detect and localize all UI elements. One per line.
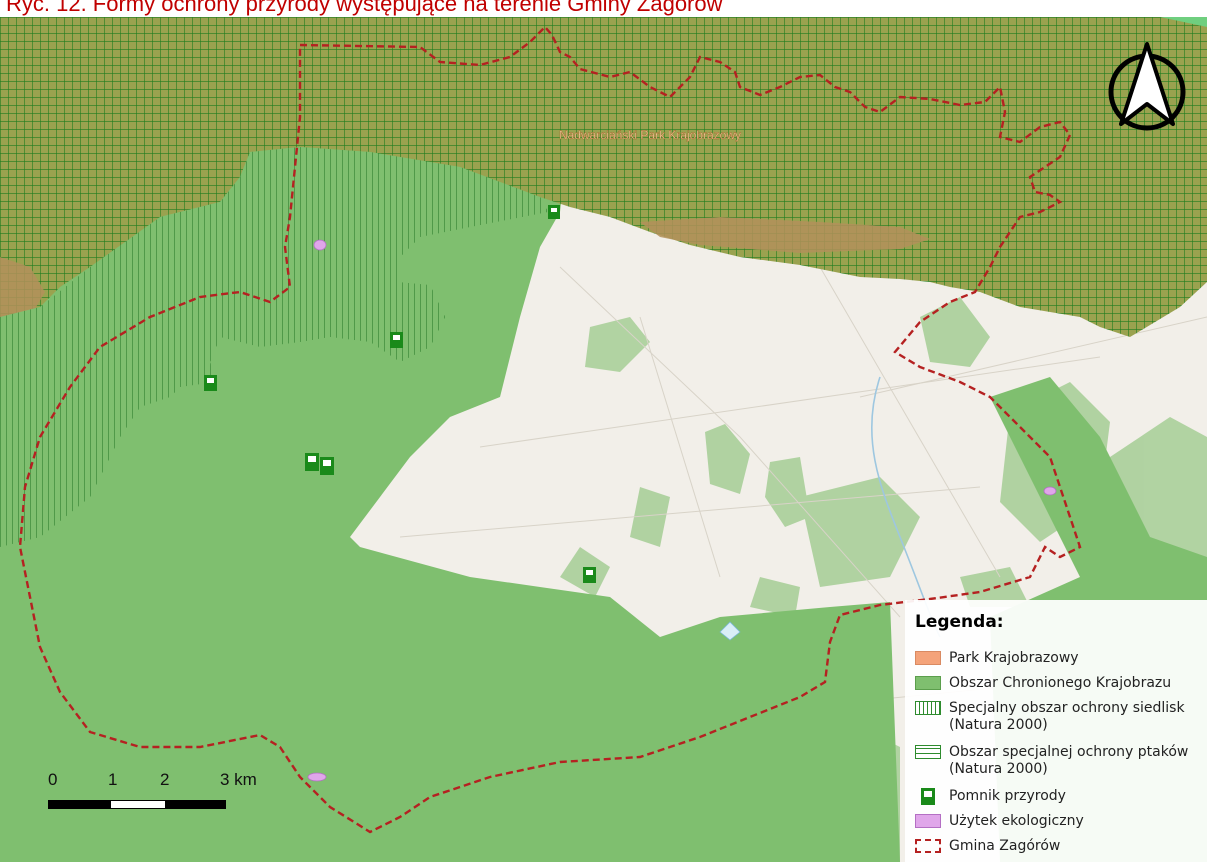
- legend-label: Park Krajobrazowy: [949, 650, 1079, 666]
- legend-item-uzytek: Użytek ekologiczny: [915, 813, 1207, 831]
- uzytek-patches: [307, 239, 1057, 782]
- legend-item-pomnik: Pomnik przyrody: [915, 788, 1207, 806]
- legend-item-gmina: Gmina Zagórów: [915, 838, 1207, 856]
- north-arrow-icon: [1108, 42, 1186, 131]
- soo-area: [0, 147, 548, 547]
- legend-swatch-soo: [915, 701, 941, 715]
- legend-label: Obszar Chronionego Krajobrazu: [949, 675, 1172, 691]
- monument-icon: [390, 332, 403, 348]
- scale-bar: 0 1 2 3 km: [30, 770, 330, 840]
- monument-icon: [583, 567, 596, 583]
- monument-icon: [305, 453, 319, 471]
- park-label: Nadwarciański Park Krajobrazowy: [559, 128, 741, 142]
- park-brown-strip: [640, 217, 930, 253]
- legend-swatch-ock: [915, 676, 941, 690]
- legend-swatch-osop: [915, 745, 941, 759]
- map-title: Ryc. 12. Formy ochrony przyrody występuj…: [6, 0, 723, 16]
- gmina-boundary: [18, 25, 1082, 834]
- monument-icon: [204, 375, 217, 391]
- scale-segment-1: [48, 800, 110, 809]
- monument-icon: [921, 788, 935, 805]
- legend-item-ock: Obszar Chronionego Krajobrazu: [915, 675, 1207, 693]
- legend-label: Pomnik przyrody: [949, 788, 1066, 804]
- ock-corner: [1160, 17, 1207, 27]
- legend-label-sub: (Natura 2000): [949, 717, 1048, 733]
- legend-label-sub: (Natura 2000): [949, 761, 1048, 777]
- park-brown-west: [0, 257, 45, 317]
- legend-label: Obszar specjalnej ochrony ptaków: [949, 744, 1189, 760]
- legend-swatch-park: [915, 651, 941, 665]
- map-canvas[interactable]: Nadwarciański Park Krajobrazowy: [0, 17, 1207, 862]
- monument-icons: [204, 205, 596, 583]
- legend-swatch-gmina: [915, 839, 941, 853]
- legend-swatch-uzytek: [915, 814, 941, 828]
- legend-label: Gmina Zagórów: [949, 838, 1061, 854]
- legend-title: Legenda:: [915, 612, 1004, 632]
- scale-segment-3: [166, 800, 226, 809]
- legend-label: Specjalny obszar ochrony siedlisk: [949, 700, 1185, 716]
- scale-tick-3: 3 km: [220, 770, 257, 789]
- scale-tick-0: 0: [48, 770, 58, 789]
- legend-item-park: Park Krajobrazowy: [915, 650, 1207, 668]
- legend-label: Użytek ekologiczny: [949, 813, 1084, 829]
- scale-tick-2: 2: [160, 770, 170, 789]
- scale-segment-2: [110, 800, 166, 809]
- legend-item-osop: Obszar specjalnej ochrony ptaków (Natura…: [915, 744, 1207, 780]
- legend-item-soo: Specjalny obszar ochrony siedlisk (Natur…: [915, 700, 1207, 736]
- scale-tick-1: 1: [108, 770, 118, 789]
- monument-icon: [548, 205, 560, 219]
- legend-panel: Legenda: Park Krajobrazowy Obszar Chroni…: [905, 600, 1207, 862]
- monument-icon: [320, 457, 334, 475]
